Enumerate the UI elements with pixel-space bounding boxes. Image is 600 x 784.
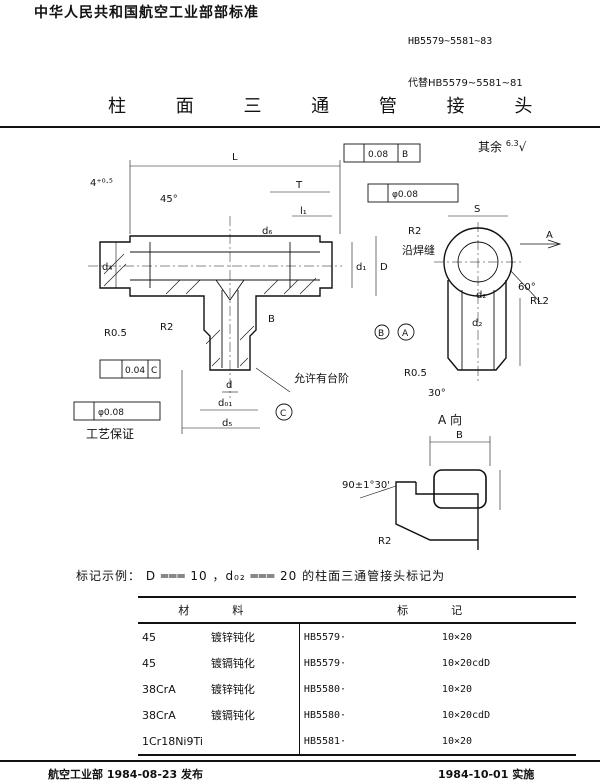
material-table: 材 料 标 记 45 镀锌钝化 HB5579· 10×20 45 镀镉钝化 HB… [138, 596, 576, 756]
material-cell: 1Cr18Ni9Ti [138, 728, 207, 756]
dim-d: d [226, 380, 232, 391]
note-process: 工艺保证 [86, 427, 134, 441]
side-view [434, 215, 562, 382]
technical-drawing: L T l₁ d₄ d₁ D d₆ d d₀₁ d₅ B 4⁺⁰·⁵ 45° R… [73, 143, 562, 550]
material-cell: 45 [142, 630, 156, 644]
spec-cell: 10×20cdD [441, 657, 491, 669]
radius-rl2: RL2 [530, 296, 549, 307]
front-view [88, 160, 377, 434]
fcf-flat-value: 0.04 [125, 366, 145, 376]
dim-B: B [268, 314, 275, 325]
dim-L: L [232, 152, 238, 163]
fcf-pos-value: φ0.08 [392, 190, 418, 200]
angle-60: 60° [518, 282, 536, 293]
radius-r2-side: R2 [408, 226, 421, 237]
dim-d1: d₁ [356, 262, 366, 273]
dim-d5: d₅ [222, 418, 232, 429]
table-row: 38CrA 镀镉钝化 HB5580· 10×20cdD [138, 702, 576, 728]
dim-d4: d₄ [102, 262, 112, 273]
radius-r2: R2 [160, 322, 173, 333]
arrow-A-label: A [546, 230, 553, 241]
note-allow-step: 允许有台阶 [294, 371, 349, 385]
dim-T: T [295, 180, 303, 191]
marking-example: 标记示例： D ═══ 10 ，d₀₂ ═══ 20 的柱面三通管接头标记为 [76, 569, 446, 583]
spec-cell: 10×20 [441, 631, 473, 643]
radius-r05: R0.5 [104, 328, 127, 339]
datum-B: B [378, 329, 384, 339]
std-cell: HB5580· [303, 683, 347, 695]
surface-roughness-rest: 其余 6.3√ [478, 138, 526, 155]
angle-90: 90±1°30' [342, 480, 390, 491]
header-rule [0, 126, 600, 128]
dim-l1: l₁ [300, 206, 307, 217]
document-title: 柱 面 三 通 管 接 头 [108, 96, 555, 117]
issued-date: 航空工业部 1984-08-23 发布 [48, 768, 204, 781]
replaces-note: 代替HB5579~5581~81 [408, 78, 523, 89]
angle-45: 45° [160, 194, 178, 205]
surface-roughness-rest-label: 其余 [478, 140, 503, 154]
material-cell: 45 [142, 656, 156, 670]
finish-cell: 镀镉钝化 [206, 650, 300, 676]
fcf-perp-ref: B [402, 150, 408, 160]
finish-cell: 镀锌钝化 [206, 676, 300, 702]
standard-org-heading: 中华人民共和国航空工业部部标准 [34, 5, 259, 21]
radius-r05-side: R0.5 [404, 368, 427, 379]
view-A-B: B [456, 430, 463, 441]
view-A-r2: R2 [378, 536, 391, 547]
material-cell: 38CrA [142, 682, 176, 696]
standard-number: HB5579~5581~83 [408, 36, 493, 47]
view-A [359, 436, 501, 550]
std-cell: HB5580· [303, 709, 347, 721]
std-cell: HB5579· [303, 631, 347, 643]
finish-cell: 镀锌钝化 [206, 623, 300, 650]
dim-d2-top: d₂ [476, 290, 486, 301]
datum-C: C [280, 409, 286, 419]
spec-cell: 10×20 [441, 683, 473, 695]
dim-S: S [474, 204, 480, 215]
table-row: 45 镀镉钝化 HB5579· 10×20cdD [138, 650, 576, 676]
datum-A: A [402, 329, 409, 339]
spec-cell: 10×20 [437, 728, 576, 756]
finish-cell [206, 728, 300, 756]
table-row: 45 镀锌钝化 HB5579· 10×20 [138, 623, 576, 650]
tolerance-top: 4⁺⁰·⁵ [90, 178, 113, 189]
dim-d2-bottom: d₂ [472, 318, 482, 329]
dim-d01: d₀₁ [218, 398, 232, 409]
table-row: 38CrA 镀锌钝化 HB5580· 10×20 [138, 676, 576, 702]
table-row: 1Cr18Ni9Ti HB5581· 10×20 [138, 728, 576, 756]
angle-30: 30° [428, 388, 446, 399]
note-fillet-weld: 沿焊缝 [402, 243, 435, 257]
main-body-outline [99, 235, 333, 371]
finish-cell: 镀镉钝化 [206, 702, 300, 728]
fcf-flat-ref: C [151, 366, 157, 376]
roughness-value: 6.3 [505, 139, 519, 148]
spec-cell: 10×20cdD [441, 709, 491, 721]
dim-D: D [380, 262, 388, 273]
dim-d6: d₆ [262, 226, 272, 237]
std-cell: HB5581· [299, 728, 438, 756]
view-A-title: A 向 [438, 412, 462, 427]
table-header-material: 材 料 [138, 596, 300, 624]
table-header-mark: 标 记 [299, 596, 576, 624]
effective-date: 1984-10-01 实施 [438, 768, 535, 781]
material-cell: 38CrA [142, 708, 176, 722]
std-cell: HB5579· [303, 657, 347, 669]
fcf-perp-value: 0.08 [368, 150, 388, 160]
roughness-check-icon: √ [518, 140, 527, 154]
fcf-bottom-value: φ0.08 [98, 408, 124, 418]
footer-rule [0, 760, 600, 762]
